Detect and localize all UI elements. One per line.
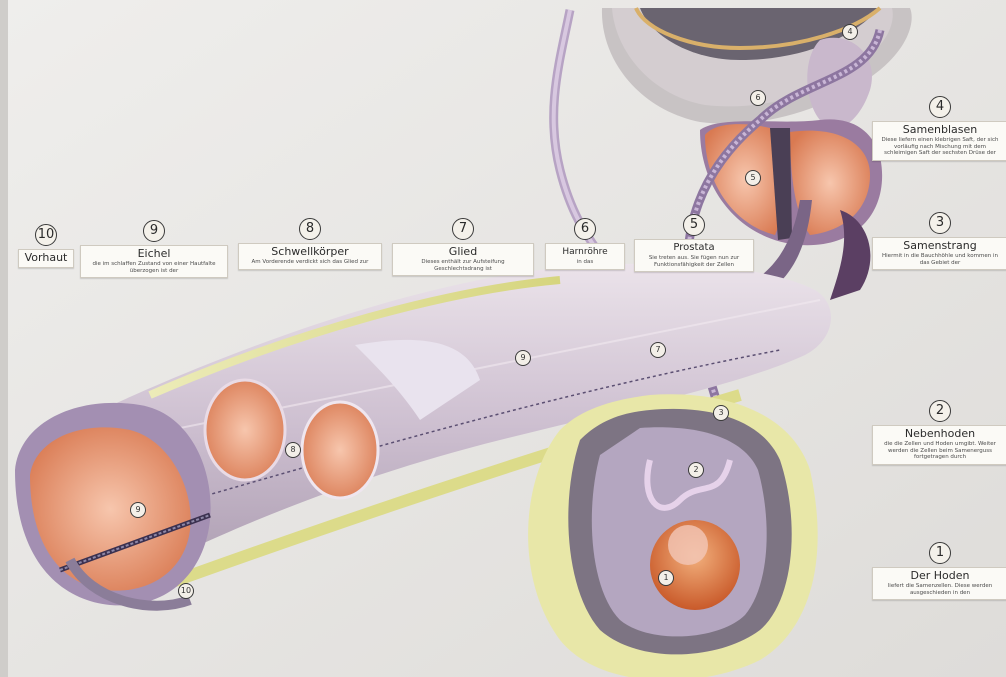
label-number: 3 [929, 212, 951, 234]
label-number: 6 [574, 218, 596, 240]
label-number: 9 [143, 220, 165, 242]
label-number: 8 [299, 218, 321, 240]
label-card: Vorhaut [18, 249, 74, 268]
label-vorhaut: 10 Vorhaut [18, 224, 74, 268]
label-description: Diese liefern einen klebrigen Saft, der … [877, 137, 1003, 157]
label-nebenhoden: 2 Nebenhoden die die Zellen und Hoden um… [872, 400, 1006, 465]
label-card: Prostata Sie treten aus. Sie fügen nun z… [634, 239, 754, 272]
pin-marker: 5 [745, 170, 761, 186]
label-title: Schwellkörper [243, 246, 377, 258]
label-card: Glied Dieses enthält zur Aufsteifung Ges… [392, 243, 534, 276]
label-title: Samenstrang [877, 240, 1003, 252]
label-number: 10 [35, 224, 57, 246]
label-number: 7 [452, 218, 474, 240]
label-number: 2 [929, 400, 951, 422]
pin-marker: 4 [842, 24, 858, 40]
label-description: Am Vorderende verdickt sich das Glied zu… [243, 259, 377, 266]
label-description: die im schlaffen Zustand von einer Hautf… [85, 261, 223, 274]
pin-marker: 9 [515, 350, 531, 366]
label-card: Samenblasen Diese liefern einen klebrige… [872, 121, 1006, 161]
label-description: Dieses enthält zur Aufsteifung Geschlech… [397, 259, 529, 272]
label-der-hoden: 1 Der Hoden liefert die Samenzellen. Die… [872, 542, 1006, 600]
pin-marker: 2 [688, 462, 704, 478]
label-description: Hiermit in die Bauchhöhle und kommen in … [877, 253, 1003, 266]
pin-marker: 10 [178, 583, 194, 599]
label-card: Samenstrang Hiermit in die Bauchhöhle un… [872, 237, 1006, 270]
pin-marker: 3 [713, 405, 729, 421]
label-samenstrang: 3 Samenstrang Hiermit in die Bauchhöhle … [872, 212, 1006, 270]
label-number: 4 [929, 96, 951, 118]
label-samenblasen: 4 Samenblasen Diese liefern einen klebri… [872, 96, 1006, 161]
label-eichel: 9 Eichel die im schlaffen Zustand von ei… [80, 220, 228, 278]
label-card: Der Hoden liefert die Samenzellen. Diese… [872, 567, 1006, 600]
label-card: Harnröhre in das [545, 243, 625, 270]
label-title: Eichel [85, 248, 223, 260]
label-title: Harnröhre [550, 246, 620, 258]
label-card: Nebenhoden die die Zellen und Hoden umgi… [872, 425, 1006, 465]
label-description: Sie treten aus. Sie fügen nun zur Funkti… [639, 255, 749, 268]
label-harnroehre: 6 Harnröhre in das [545, 218, 625, 270]
label-title: Samenblasen [877, 124, 1003, 136]
label-description: liefert die Samenzellen. Diese werden au… [877, 583, 1003, 596]
label-title: Glied [397, 246, 529, 258]
pin-marker: 9 [130, 502, 146, 518]
label-title: Der Hoden [877, 570, 1003, 582]
label-description: in das [550, 259, 620, 266]
pin-marker: 7 [650, 342, 666, 358]
label-title: Vorhaut [23, 252, 69, 264]
label-card: Schwellkörper Am Vorderende verdickt sic… [238, 243, 382, 270]
label-glied: 7 Glied Dieses enthält zur Aufsteifung G… [392, 218, 534, 276]
pin-marker: 8 [285, 442, 301, 458]
pin-marker: 1 [658, 570, 674, 586]
label-title: Nebenhoden [877, 428, 1003, 440]
label-number: 1 [929, 542, 951, 564]
label-schwellkoerper: 8 Schwellkörper Am Vorderende verdickt s… [238, 218, 382, 270]
label-prostata: 5 Prostata Sie treten aus. Sie fügen nun… [634, 214, 754, 272]
label-title: Prostata [639, 242, 749, 254]
label-number: 5 [683, 214, 705, 236]
pin-marker: 6 [750, 90, 766, 106]
label-card: Eichel die im schlaffen Zustand von eine… [80, 245, 228, 278]
label-description: die die Zellen und Hoden umgibt. Weiter … [877, 441, 1003, 461]
